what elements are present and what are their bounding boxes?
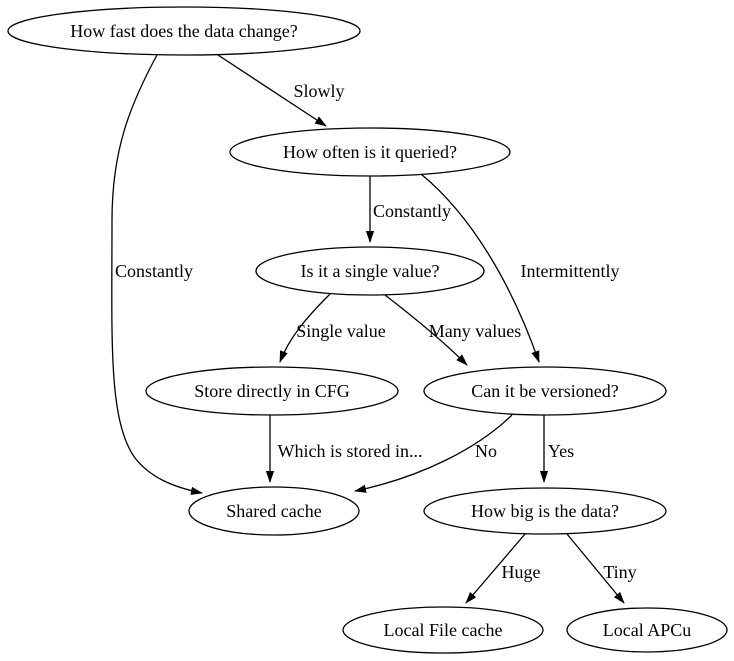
edge-tiny	[566, 533, 625, 604]
edge-constantly-left	[111, 54, 203, 495]
node-local-apcu: Local APCu	[566, 607, 728, 653]
edge-label-many-values: Many values	[429, 321, 521, 341]
edge-single-value	[279, 293, 331, 363]
edge-label-yes: Yes	[548, 441, 574, 461]
node-label: Can it be versioned?	[471, 381, 618, 401]
node-store-directly-in-cfg: Store directly in CFG	[145, 366, 399, 416]
node-ellipse	[145, 366, 399, 416]
node-ellipse	[229, 127, 511, 177]
node-label: Local File cache	[384, 620, 503, 640]
node-how-big-is-data: How big is the data?	[423, 487, 667, 535]
node-label: Local APCu	[603, 620, 692, 640]
node-ellipse	[342, 606, 544, 654]
node-label: How often is it queried?	[283, 142, 457, 162]
node-ellipse	[7, 6, 361, 56]
edges-layer	[111, 54, 625, 604]
node-is-single-value: Is it a single value?	[255, 246, 485, 296]
node-label: How fast does the data change?	[70, 21, 297, 41]
node-label: Is it a single value?	[301, 261, 440, 281]
node-ellipse	[188, 486, 360, 536]
edge-label-constantly-left: Constantly	[115, 261, 193, 281]
edge-label-tiny: Tiny	[603, 562, 636, 582]
node-ellipse	[566, 607, 728, 653]
edge-label-which-stored: Which is stored in...	[278, 441, 423, 461]
edge-label-single-value: Single value	[296, 321, 385, 341]
node-local-file-cache: Local File cache	[342, 606, 544, 654]
node-ellipse	[423, 487, 667, 535]
node-shared-cache: Shared cache	[188, 486, 360, 536]
node-ellipse	[423, 366, 667, 416]
edge-slowly	[217, 54, 327, 127]
edge-label-slowly: Slowly	[293, 81, 344, 101]
nodes-layer: How fast does the data change? How often…	[7, 6, 728, 654]
edge-no	[354, 414, 513, 493]
node-label: Store directly in CFG	[194, 381, 350, 401]
edge-many-values	[384, 294, 468, 366]
node-label: How big is the data?	[471, 501, 619, 521]
node-label: Shared cache	[226, 501, 321, 521]
edge-label-intermittently: Intermittently	[521, 261, 620, 281]
node-how-fast-does-data-change: How fast does the data change?	[7, 6, 361, 56]
edge-label-constantly-mid: Constantly	[373, 201, 451, 221]
edge-label-huge: Huge	[502, 562, 541, 582]
node-can-it-be-versioned: Can it be versioned?	[423, 366, 667, 416]
node-ellipse	[255, 246, 485, 296]
node-how-often-queried: How often is it queried?	[229, 127, 511, 177]
edge-intermittently	[420, 173, 540, 363]
edge-huge	[465, 533, 526, 604]
edge-label-no: No	[475, 441, 497, 461]
edge-labels-layer: Slowly Constantly Constantly Intermitten…	[115, 81, 637, 582]
